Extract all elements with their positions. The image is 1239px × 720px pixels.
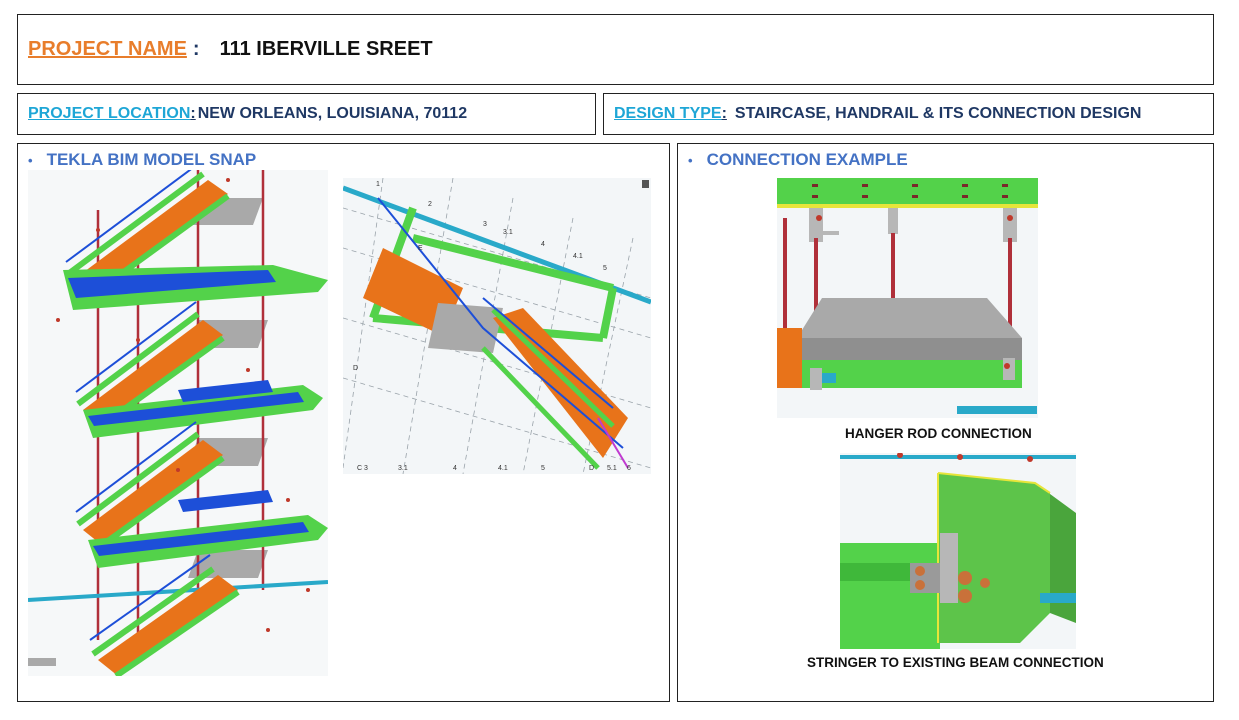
stair-flight (83, 320, 223, 426)
design-type-box: DESIGN TYPE : STAIRCASE, HANDRAIL & ITS … (603, 93, 1214, 135)
staircase-3d-image (28, 170, 328, 676)
stringer-beam-connection-image (840, 453, 1076, 649)
project-location-colon: : (190, 105, 196, 122)
grid-label: 3.1 (398, 465, 408, 472)
design-type-value: STAIRCASE, HANDRAIL & ITS CONNECTION DES… (734, 105, 1142, 122)
project-name-colon: : (192, 38, 200, 60)
view-corner-icon (642, 180, 649, 188)
grid-label: 4.1 (498, 465, 508, 472)
project-location-row: PROJECT LOCATION : NEW ORLEANS, LOUISIAN… (18, 94, 595, 134)
bim-model-heading: • TEKLA BIM MODEL SNAP (28, 150, 256, 170)
project-name-value: 111 IBERVILLE SREET (219, 38, 433, 60)
connection-example-heading: • CONNECTION EXAMPLE (688, 150, 908, 170)
grid-label: 6 (627, 465, 631, 472)
grid-label: 2 (428, 201, 432, 208)
grid-label: 4 (541, 241, 545, 248)
project-location-label: PROJECT LOCATION (28, 105, 191, 122)
grid-label: 4 (453, 465, 457, 472)
hanger-rod-caption: HANGER ROD CONNECTION (845, 426, 1032, 441)
stringer-beam-caption: STRINGER TO EXISTING BEAM CONNECTION (807, 655, 1104, 670)
connection-example-heading-text: CONNECTION EXAMPLE (706, 150, 908, 169)
stair-flight (73, 180, 228, 296)
grid-label: 3 (483, 221, 487, 228)
stair-grid-view-image: 1 2 3 3.1 4 4.1 5 E D C 3 3.1 4 4.1 5 D … (343, 178, 651, 474)
stair-flight (98, 575, 238, 676)
design-type-row: DESIGN TYPE : STAIRCASE, HANDRAIL & ITS … (604, 94, 1213, 134)
grid-label: 5.1 (607, 465, 617, 472)
grid-label: 4.1 (573, 253, 583, 260)
grid-label: 3.1 (503, 229, 513, 236)
stair-flight (83, 440, 223, 546)
grid-label: 5 (541, 465, 545, 472)
project-location-value: NEW ORLEANS, LOUISIANA, 70112 (197, 105, 468, 122)
hanger-rod-connection-image (777, 178, 1038, 418)
grid-label: 5 (603, 265, 607, 272)
grid-label: C 3 (357, 465, 368, 472)
grid-label: E (418, 245, 423, 252)
grid-label: 1 (376, 181, 380, 188)
grid-label: D (353, 365, 358, 372)
bim-model-panel: • TEKLA BIM MODEL SNAP (17, 143, 670, 702)
project-name-label: PROJECT NAME (28, 38, 187, 60)
bim-model-heading-text: TEKLA BIM MODEL SNAP (46, 150, 257, 169)
grid-label: D (589, 465, 594, 472)
project-name-box: PROJECT NAME : 111 IBERVILLE SREET (17, 14, 1214, 85)
project-location-box: PROJECT LOCATION : NEW ORLEANS, LOUISIAN… (17, 93, 596, 135)
design-type-colon: : (721, 105, 727, 122)
design-type-label: DESIGN TYPE (614, 105, 722, 122)
project-name-row: PROJECT NAME : 111 IBERVILLE SREET (18, 15, 1213, 84)
bullet-icon: • (28, 153, 33, 168)
bullet-icon: • (688, 153, 693, 168)
connection-example-panel: • CONNECTION EXAMPLE (677, 143, 1214, 702)
